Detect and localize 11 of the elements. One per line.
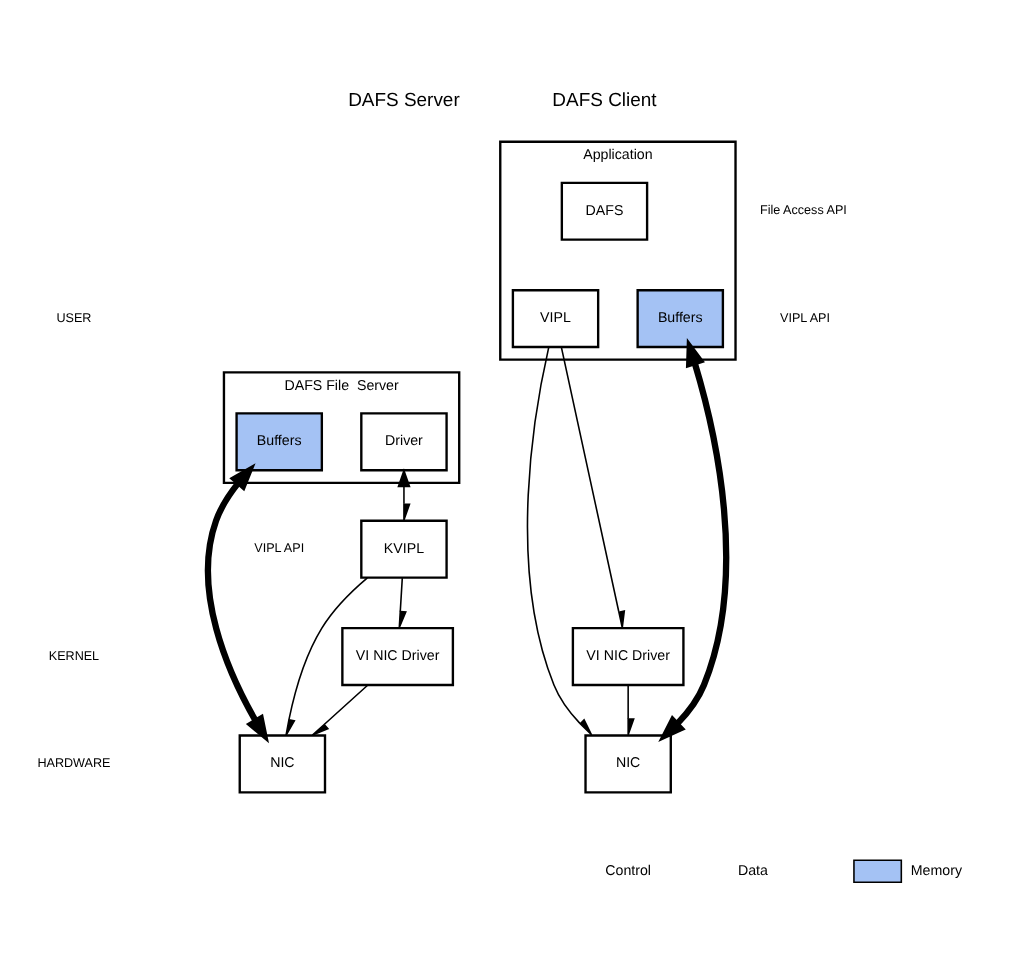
label: DAFS Client (552, 89, 657, 112)
arrow (560, 346, 626, 629)
arrow (627, 684, 635, 736)
arrow (398, 577, 407, 629)
arrow (397, 468, 411, 521)
arrow (311, 684, 369, 736)
arrow (204, 463, 270, 744)
arrow (526, 346, 593, 736)
label: DAFS Server (348, 89, 460, 112)
arrow (658, 338, 730, 742)
arrow (285, 577, 369, 737)
